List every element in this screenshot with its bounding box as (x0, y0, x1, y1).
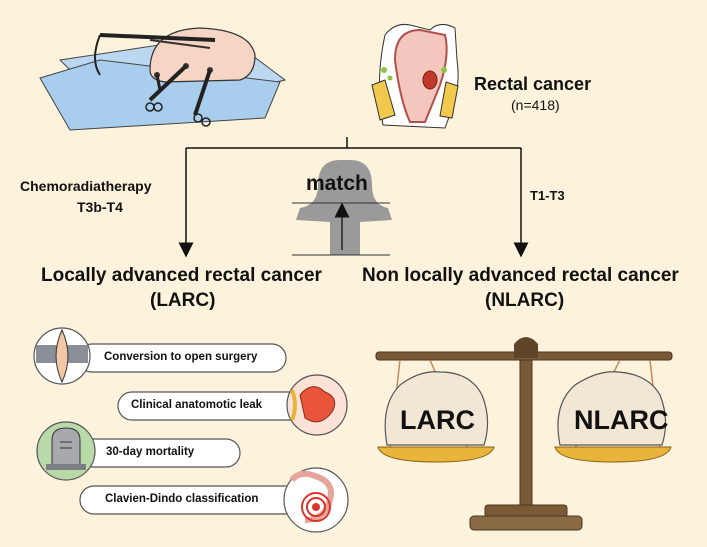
sample-size: (n=418) (511, 97, 560, 113)
left-treatment-label: Chemoradiatherapy (20, 178, 152, 194)
laparoscopic-surgery-icon (39, 27, 287, 131)
match-label: match (306, 172, 368, 195)
larc-heading: Locally advanced rectal cancer (41, 265, 322, 286)
outcome-label-conversion: Conversion to open surgery (104, 351, 258, 363)
right-money-bag (557, 371, 667, 446)
larc-abbrev: (LARC) (150, 290, 216, 311)
outcome-label-mortality: 30-day mortality (106, 446, 195, 458)
outcome-list (33, 327, 349, 533)
match-figure-icon (292, 160, 392, 256)
outcome-label-clavien: Clavien-Dindo classification (105, 493, 259, 505)
left-money-bag (384, 371, 489, 446)
colon-target-icon (283, 467, 349, 533)
nlarc-abbrev: (NLARC) (485, 290, 565, 311)
rectal-cancer-title: Rectal cancer (474, 74, 592, 94)
open-surgery-icon (33, 327, 91, 385)
right-stage-label: T1-T3 (530, 188, 565, 203)
anastomotic-leak-icon (286, 374, 348, 436)
right-pan (554, 446, 672, 463)
balance-scale-icon (375, 337, 673, 531)
right-bag-label: NLARC (574, 405, 669, 435)
outcome-label-leak: Clinical anatomotic leak (131, 399, 263, 411)
branching-connectors (178, 137, 529, 258)
nlarc-heading: Non locally advanced rectal cancer (362, 265, 679, 286)
left-stage-label: T3b-T4 (77, 199, 123, 215)
left-pan (377, 446, 495, 463)
left-bag-label: LARC (400, 405, 475, 435)
tombstone-icon (36, 421, 96, 481)
rectum-anatomy-icon (371, 24, 459, 129)
